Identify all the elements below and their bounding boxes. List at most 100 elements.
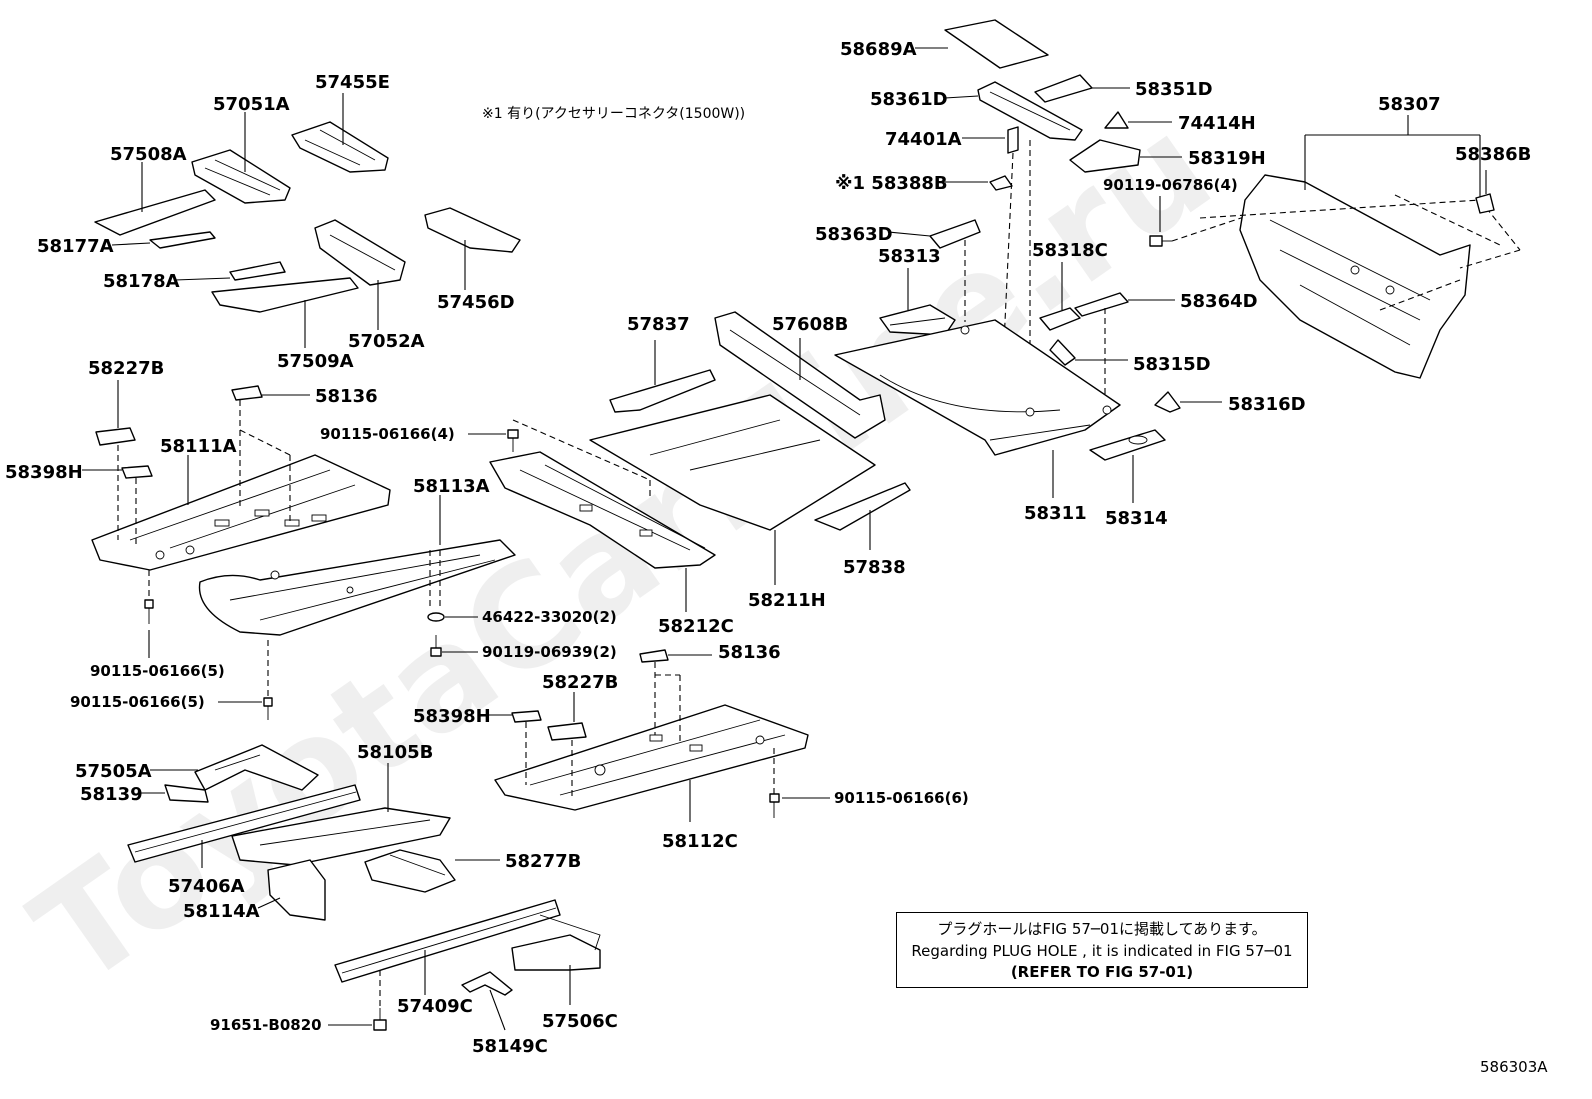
label-58689A: 58689A xyxy=(840,39,917,60)
label-58314: 58314 xyxy=(1105,508,1168,529)
label-57838: 57838 xyxy=(843,557,906,578)
part-58398H-shape xyxy=(121,465,153,479)
part-58314-shape xyxy=(1089,429,1166,461)
note-line-english: Regarding PLUG HOLE , it is indicated in… xyxy=(911,942,1293,960)
bolt-90115-06166-5-lower-shape xyxy=(263,697,273,720)
part-74401A-shape xyxy=(1007,126,1019,154)
part-74414H-shape xyxy=(1104,111,1129,129)
label-57456D: 57456D xyxy=(437,292,515,313)
note-line-refer: (REFER TO FIG 57-01) xyxy=(1010,963,1194,981)
part-58689A-shape xyxy=(944,19,1049,69)
label-57455E: 57455E xyxy=(315,72,390,93)
label-58311: 58311 xyxy=(1024,503,1087,524)
bolt-90115-06166-4-shape xyxy=(507,429,519,452)
part-58139-shape xyxy=(164,784,209,803)
label-57409C: 57409C xyxy=(397,996,473,1017)
part-57837-shape xyxy=(609,369,716,413)
bolt-91651-B0820-shape xyxy=(373,1008,387,1031)
label-74401A: 74401A xyxy=(885,129,962,150)
label-58111A: 58111A xyxy=(160,436,237,457)
part-58136-shape xyxy=(231,385,263,401)
label-90115-06166-6: 90115-06166(6) xyxy=(834,789,969,807)
part-57506C-shape xyxy=(511,914,601,971)
part-58311-shape xyxy=(834,319,1121,456)
part-57052A-shape xyxy=(314,219,406,286)
bolt-90119-06786-4-shape xyxy=(1149,235,1172,247)
part-58386B-shape xyxy=(1475,193,1495,214)
bolt-90115-06166-5-upper-shape xyxy=(144,599,154,624)
label-58315D: 58315D xyxy=(1133,354,1211,375)
label-74414H: 74414H xyxy=(1178,113,1256,134)
part-58318C-shape xyxy=(1039,307,1081,331)
label-58364D: 58364D xyxy=(1180,291,1258,312)
part-57509A-shape xyxy=(211,277,359,313)
label-90115-06166-5-lower: 90115-06166(5) xyxy=(70,693,205,711)
label-57608B: 57608B xyxy=(772,314,848,335)
part-58351D-shape xyxy=(1034,74,1093,103)
part-58227B-shape xyxy=(95,427,136,446)
bolt-90115-06166-6-shape xyxy=(769,793,780,818)
part-58178A-shape xyxy=(229,261,286,281)
label-58388B: ※1 58388B xyxy=(835,173,948,194)
part-58105B-shape xyxy=(231,807,451,866)
label-58319H: 58319H xyxy=(1188,148,1266,169)
label-91651-B0820: 91651-B0820 xyxy=(210,1016,322,1034)
label-58227B-top: 58227B xyxy=(88,358,164,379)
label-46422-33020-2: 46422-33020(2) xyxy=(482,608,617,626)
washer-46422-shape xyxy=(427,612,445,622)
part-58114A-shape xyxy=(267,859,326,921)
label-58112C: 58112C xyxy=(662,831,738,852)
label-90119-06786-4: 90119-06786(4) xyxy=(1103,176,1238,194)
part-58363D-shape xyxy=(929,219,981,249)
label-90115-06166-5-upper: 90115-06166(5) xyxy=(90,662,225,680)
part-58111A-shape xyxy=(91,454,391,571)
part-58364D-shape xyxy=(1074,292,1129,317)
label-57051A: 57051A xyxy=(213,94,290,115)
part-58316D-shape xyxy=(1154,391,1181,413)
footnote-text: ※1 有り(アクセサリーコネクタ(1500W)) xyxy=(482,106,745,122)
part-58313-shape xyxy=(879,304,956,336)
label-58212C: 58212C xyxy=(658,616,734,637)
label-58313: 58313 xyxy=(878,246,941,267)
label-58114A: 58114A xyxy=(183,901,260,922)
label-58211H: 58211H xyxy=(748,590,826,611)
label-58178A: 58178A xyxy=(103,271,180,292)
part-58307-shape xyxy=(1239,174,1471,379)
label-57837: 57837 xyxy=(627,314,690,335)
part-57456D-shape xyxy=(424,207,521,253)
part-58212C-shape xyxy=(489,451,716,569)
label-57506C: 57506C xyxy=(542,1011,618,1032)
plug-hole-note-box: プラグホールはFIG 57─01に掲載してあります。 Regarding PLU… xyxy=(896,912,1308,988)
label-57505A: 57505A xyxy=(75,761,152,782)
label-58361D: 58361D xyxy=(870,89,948,110)
part-57838-shape xyxy=(814,482,911,531)
figure-id: 586303A xyxy=(1480,1058,1548,1076)
part-58388B-shape xyxy=(989,175,1013,191)
label-58277B: 58277B xyxy=(505,851,581,872)
label-58105B: 58105B xyxy=(357,742,433,763)
part-58319H-shape xyxy=(1069,139,1141,173)
label-58316D: 58316D xyxy=(1228,394,1306,415)
label-57508A: 57508A xyxy=(110,144,187,165)
label-58227B-lower: 58227B xyxy=(542,672,618,693)
part-58361D-shape xyxy=(977,81,1083,141)
part-58177A-shape xyxy=(149,231,216,249)
part-58149C-shape xyxy=(461,971,513,996)
label-58351D: 58351D xyxy=(1135,79,1213,100)
label-58363D: 58363D xyxy=(815,224,893,245)
part-57508A-shape xyxy=(94,189,216,236)
label-57406A: 57406A xyxy=(168,876,245,897)
label-90119-06939-2: 90119-06939(2) xyxy=(482,643,617,661)
bolt-90119-06939-2-shape xyxy=(430,635,442,657)
part-58398H-lower-shape xyxy=(511,710,542,723)
label-58398H-lower: 58398H xyxy=(413,706,491,727)
label-58113A: 58113A xyxy=(413,476,490,497)
part-58227B-lower-shape xyxy=(547,722,587,741)
label-90115-06166-4: 90115-06166(4) xyxy=(320,425,455,443)
label-58136-top: 58136 xyxy=(315,386,378,407)
part-58113A-shape xyxy=(198,539,516,636)
part-58315D-shape xyxy=(1049,339,1076,366)
part-58112C-shape xyxy=(494,704,809,811)
part-57406A-shape xyxy=(127,784,361,863)
